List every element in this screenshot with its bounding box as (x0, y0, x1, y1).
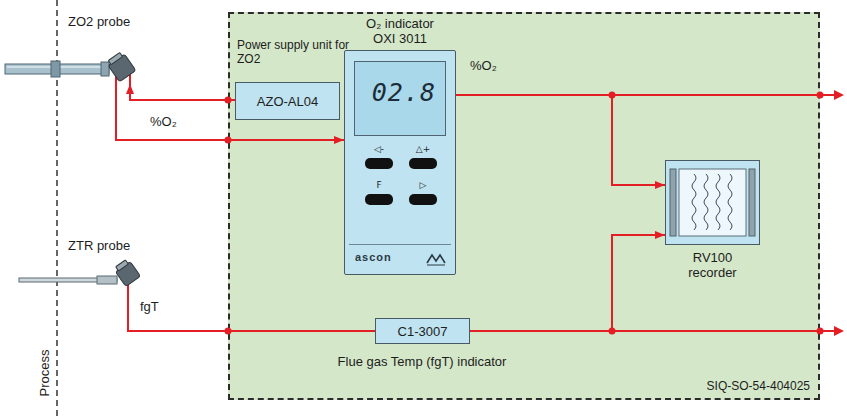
display-value-box: 02.8 (372, 78, 436, 107)
key-label-box: F (364, 180, 394, 191)
output-arrowhead (834, 326, 844, 336)
trace-line (728, 174, 732, 230)
trace-line (716, 174, 720, 230)
key-label-box: △+ (408, 144, 438, 155)
display-window: 02.8 (354, 61, 446, 136)
signal-connector (470, 235, 665, 331)
head-cap (108, 53, 122, 65)
heading-box: Power supply unit for ZO2 (237, 38, 355, 66)
probe-collar (51, 61, 60, 77)
probe-head (113, 258, 140, 286)
recorder-rail (670, 169, 676, 236)
front-divider (349, 244, 451, 245)
output-arrowhead (834, 90, 844, 100)
panel-code-box: SIQ-SO-54-404025 (707, 379, 810, 393)
zone-label: Process (37, 350, 52, 397)
caption-box: RV100 recorder (665, 250, 760, 280)
device-node: C1-3007Flue gas Temp (fgT) indicator (375, 318, 470, 344)
logo-mark (427, 265, 445, 266)
signal-label-box: %O₂ (470, 58, 497, 73)
logo-mark (427, 255, 445, 263)
key-button (409, 158, 437, 169)
signal-connector (128, 288, 375, 331)
signal-connector (456, 95, 665, 185)
recorder-box (665, 160, 760, 245)
key-button (365, 158, 393, 169)
device-node: O₂ indicator OXI 3011 02.8 ◁- △+ F ▷ ascon (344, 16, 456, 275)
key-label-box: ◁- (364, 144, 394, 155)
probe-label: ZTR probe (68, 238, 130, 253)
probe-node: ZO2 probe (5, 12, 150, 84)
junction-dot (817, 92, 824, 99)
brand-logo (425, 252, 447, 266)
probe-label-box: ZO2 probe (68, 14, 130, 29)
junction-dot (817, 328, 824, 335)
key-label: F (376, 180, 381, 190)
indicator-heading: O₂ indicator OXI 3011 (366, 16, 434, 46)
signal-label-box: %O₂ (150, 114, 177, 129)
recorder-illustration (666, 161, 759, 244)
signal-label: %O₂ (470, 58, 497, 73)
recorder-rail (749, 169, 755, 236)
unit-box: AZO-AL04 (235, 82, 340, 120)
key-button (409, 194, 437, 205)
heading-box: O₂ indicator OXI 3011 (356, 16, 444, 46)
unit-heading: Power supply unit for ZO2 (237, 38, 349, 66)
caption-box: Flue gas Temp (fgT) indicator (338, 354, 507, 369)
signal-label-box: fgT (140, 299, 159, 314)
signal-connector (116, 84, 344, 140)
device-node: RV100 recorder (665, 160, 760, 282)
indicator-name: C1-3007 (398, 324, 448, 339)
indicator-caption: Flue gas Temp (fgT) indicator (338, 354, 507, 369)
trace-line (692, 174, 696, 230)
output-wire (612, 94, 834, 96)
equipment-panel: SIQ-SO-54-404025 Power supply unit for ZO… (228, 12, 820, 400)
chart-paper (679, 169, 746, 236)
key-button (365, 194, 393, 205)
signal-label: fgT (140, 299, 159, 314)
signal-connector (130, 84, 235, 100)
key-label: ▷ (420, 180, 427, 190)
unit-name: AZO-AL04 (257, 94, 318, 109)
indicator-housing: 02.8 ◁- △+ F ▷ ascon (344, 50, 456, 275)
probe-label: ZO2 probe (68, 14, 130, 29)
probe-label-box: ZTR probe (68, 238, 130, 253)
key-label: △+ (416, 144, 430, 154)
zone-label-box: Process (37, 348, 53, 398)
brand-box: ascon (355, 251, 392, 263)
output-wire (612, 330, 834, 332)
display-value: 02.8 (372, 78, 436, 107)
key-label-box: ▷ (408, 180, 438, 191)
recorder-caption: RV100 recorder (677, 250, 749, 280)
probe-head (106, 51, 136, 82)
trace-line (704, 174, 708, 230)
panel-code: SIQ-SO-54-404025 (707, 379, 810, 393)
probe-sleeve (97, 276, 117, 284)
brand-name: ascon (355, 251, 392, 263)
signal-label: %O₂ (150, 114, 177, 129)
device-node: Power supply unit for ZO2AZO-AL04 (235, 38, 353, 120)
indicator-box: C1-3007 (375, 318, 470, 344)
key-label: ◁- (374, 144, 384, 154)
head-cap (116, 260, 129, 271)
probe-flange (101, 62, 109, 76)
probe-node: ZTR probe (15, 236, 145, 288)
